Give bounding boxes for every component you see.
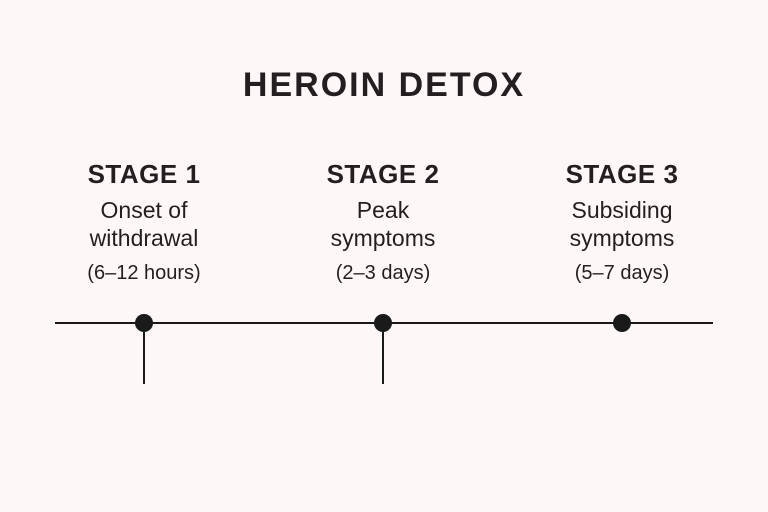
- stage-3-description: Subsiding symptoms: [569, 196, 675, 252]
- stage-3-duration: (5–7 days): [574, 262, 670, 285]
- stage-3-column: STAGE 3 Subsiding symptoms (5–7 days): [522, 160, 722, 285]
- stage-1-description: Onset of withdrawal: [89, 196, 199, 252]
- stage-3-label: STAGE 3: [565, 159, 679, 189]
- stage-1-tick-line: [143, 323, 145, 384]
- stage-2-duration: (2–3 days): [335, 262, 431, 285]
- stage-1-duration: (6–12 hours): [87, 262, 201, 285]
- stage-2-dot: [374, 314, 392, 332]
- stage-2-tick-line: [382, 323, 384, 384]
- stage-2-label: STAGE 2: [326, 159, 440, 189]
- stage-1-label: STAGE 1: [87, 159, 201, 189]
- stage-2-column: STAGE 2 Peak symptoms (2–3 days): [283, 160, 483, 285]
- stage-1-column: STAGE 1 Onset of withdrawal (6–12 hours): [44, 160, 244, 285]
- stage-1-dot: [135, 314, 153, 332]
- page-title: HEROIN DETOX: [242, 66, 526, 104]
- stage-2-description: Peak symptoms: [330, 196, 436, 252]
- stage-3-dot: [613, 314, 631, 332]
